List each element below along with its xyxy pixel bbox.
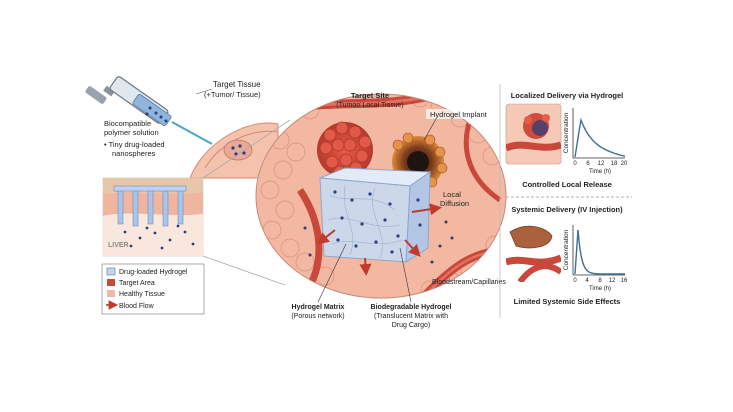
bio-title: Biodegradable Hydrogel [371,304,452,311]
nanosphere-label-2: nanospheres [112,149,156,158]
bio-sub-1: (Translucent Matrix with [374,313,448,320]
localized-curve-chart: Concentration 0 6 12 18 20 Time (h) [563,108,628,175]
localized-tick-1: 6 [586,161,590,167]
localized-curve [574,117,626,158]
target-tissue-label: Target Tissue [213,80,261,89]
systemic-xlabel: Time (h) [589,286,611,292]
systemic-tick-1: 4 [585,278,589,284]
polymer-label-1: Biocompatible [104,119,151,128]
center-zoom [255,93,507,299]
systemic-curve-chart: Concentration 0 4 8 12 16 Time (h) [563,225,628,292]
legend-swatch-healthy [107,290,115,297]
target-tissue-sub: (+Tumor/ Tissue) [204,90,261,99]
systemic-tick-2: 8 [598,278,602,284]
bio-sub-2: Drug Cargo) [392,322,431,329]
localized-ylabel: Concentration [563,112,570,153]
localized-tick-4: 20 [621,161,628,167]
legend: Drug-loaded Hydrogel Target Area Healthy… [101,263,205,315]
legend-label-target: Target Area [119,280,155,287]
legend-label-healthy: Healthy Tissue [119,291,165,298]
bloodstream-label: Bloodstream/Capillaries [432,279,506,286]
local-diffusion-label-1: Local [443,190,461,199]
syringe [85,76,213,145]
systemic-title: Systemic Delivery (IV Injection) [511,205,623,214]
nanosphere-label-1: • Tiny drug-loaded [104,140,165,149]
systemic-ylabel: Concentration [563,229,570,270]
target-site-sub: (Tumor/ Local Tissue) [336,102,403,109]
liver-cross-section: LIVER [102,177,204,257]
hydrogel-implant-label: Hydrogel Implant [430,110,488,119]
target-tissue-lump [189,122,279,179]
polymer-label-2: polymer solution [104,128,159,137]
systemic-tick-3: 12 [609,278,616,284]
hydrogel-cube [319,167,432,263]
localized-tick-3: 18 [611,161,618,167]
localized-xlabel: Time (h) [589,169,611,175]
legend-swatch-target [107,279,115,286]
localized-tick-0: 0 [573,161,577,167]
local-diffusion-label-2: Diffusion [440,199,469,208]
matrix-title: Hydrogel Matrix [292,304,345,311]
systemic-illustration [506,222,561,282]
systemic-curve [574,229,625,275]
legend-label-blood-flow: Blood Flow [119,303,155,310]
liver-label: LIVER [108,242,129,249]
tumor-cluster [317,121,373,179]
localized-title: Localized Delivery via Hydrogel [511,91,624,100]
localized-caption: Controlled Local Release [522,180,612,189]
localized-tick-2: 12 [598,161,605,167]
target-site-label: Target Site [351,91,389,100]
matrix-sub: (Porous network) [291,313,344,320]
systemic-tick-0: 0 [573,278,577,284]
legend-label-hydrogel: Drug-loaded Hydrogel [119,269,188,276]
localized-illustration [505,103,562,165]
diffusion-arrows [316,203,442,276]
systemic-caption: Limited Systemic Side Effects [514,297,621,306]
legend-swatch-hydrogel [106,267,116,276]
systemic-tick-4: 16 [621,278,628,284]
